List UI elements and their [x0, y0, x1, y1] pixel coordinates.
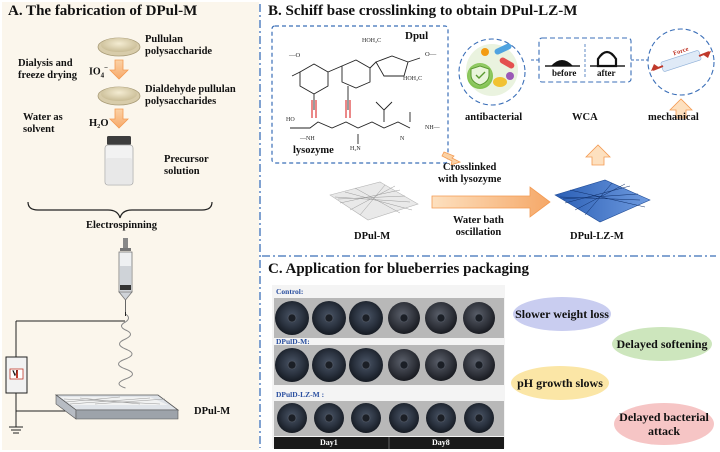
- wca-before-icon: [545, 60, 580, 67]
- blueberry-crown: [361, 313, 371, 323]
- circuit-wires: [15, 312, 126, 427]
- panel-b-title: B. Schiff base crosslinking to obtain DP…: [268, 3, 578, 19]
- arrow-up-mechanical: [669, 98, 693, 119]
- dpul-lz-m-membrane: [554, 179, 651, 223]
- force-icon: [651, 50, 711, 72]
- blueberry-crown: [324, 413, 334, 423]
- svg-text:NH—: NH—: [425, 125, 441, 131]
- wca-label: WCA: [572, 112, 598, 123]
- precursor-bottle: [104, 136, 134, 186]
- mechanical-label: mechanical: [648, 112, 699, 123]
- schiff-bonds: [311, 100, 351, 118]
- blueberry-crown: [436, 360, 446, 370]
- electrospinning-jet: [118, 313, 133, 389]
- ground-icon: [9, 426, 23, 434]
- chemical-structure: [290, 55, 421, 144]
- blueberry-crown: [287, 313, 297, 323]
- after-label: after: [597, 68, 616, 78]
- svg-text:HOH₂C: HOH₂C: [362, 38, 381, 44]
- electrospinning-label: Electrospinning: [86, 220, 157, 231]
- crosslinked-label: Crosslinked with lysozyme: [438, 162, 502, 185]
- benefit-weight-loss: [513, 297, 611, 331]
- benefit-softening: [612, 327, 712, 361]
- bacteria-shield-icon: [466, 43, 518, 96]
- dpul-m-product-label: DPul-M: [194, 406, 231, 417]
- syringe: [118, 238, 133, 314]
- panel-a-background: [2, 2, 259, 450]
- blueberry-crown: [324, 360, 334, 370]
- benefit-ph: [511, 366, 609, 400]
- blueberry-crown: [399, 413, 409, 423]
- blueberry-crown: [361, 360, 371, 370]
- collector-plate: [54, 394, 180, 420]
- precursor-label: Precursor solution: [164, 154, 209, 177]
- pullulan-dish: [97, 37, 141, 57]
- blueberry-crown: [474, 413, 484, 423]
- periodate-label: IO4−: [89, 64, 109, 80]
- day8-label: Day8: [432, 438, 450, 447]
- arrow-a2: [109, 108, 129, 129]
- water-bath-label: Water bath oscillation: [453, 215, 504, 238]
- lysozyme-label: lysozyme: [293, 145, 334, 156]
- svg-text:O—: O—: [425, 51, 437, 58]
- blueberry-crown: [399, 360, 409, 370]
- benefit-softening-text: Delayed softening: [616, 337, 708, 351]
- dpul-m-membrane: [329, 181, 419, 221]
- blueberry-crown: [436, 313, 446, 323]
- antibacterial-circle: [458, 38, 526, 106]
- before-label: before: [552, 68, 577, 78]
- water-label: Water as solvent: [23, 112, 63, 135]
- benefit-ph-text: pH growth slows: [517, 376, 603, 390]
- arrow-a1: [109, 59, 129, 80]
- blueberry-crown: [474, 313, 484, 323]
- svg-text:HOH₂C: HOH₂C: [403, 76, 422, 82]
- day1-label: Day1: [320, 438, 338, 447]
- svg-text:HO: HO: [286, 117, 295, 123]
- panel-c-title: C. Application for blueberries packaging: [268, 261, 529, 277]
- svg-text:N: N: [400, 136, 405, 142]
- blueberry-crown: [436, 413, 446, 423]
- benefit-weight-loss-text: Slower weight loss: [515, 307, 609, 321]
- dialysis-label: Dialysis and freeze drying: [18, 58, 77, 81]
- benefit-bacterial-text: Delayed bacterial attack: [619, 410, 709, 438]
- blueberry-crown: [361, 413, 371, 423]
- dialdehyde-dish: [97, 86, 141, 106]
- voltmeter-label: V: [12, 369, 18, 378]
- h2o-label: H₂O: [89, 118, 109, 129]
- svg-text:H₂N: H₂N: [350, 146, 361, 152]
- dialdehyde-label: Dialdehyde pullulan polysaccharides: [145, 84, 236, 107]
- mechanical-circle: [647, 28, 715, 96]
- membrane-left-label: DPul-M: [354, 231, 391, 242]
- structure-box: [271, 25, 449, 164]
- blueberry-crown: [324, 313, 334, 323]
- svg-text:—NH: —NH: [299, 136, 315, 142]
- blueberry-crown: [399, 313, 409, 323]
- brace-a: [27, 201, 213, 219]
- panel-a-title: A. The fabrication of DPul-M: [8, 3, 198, 19]
- arrow-box-to-label: [441, 151, 462, 166]
- crosslink-arrow: [431, 186, 551, 218]
- wca-after-icon: [590, 50, 625, 68]
- row-label-dpuld-m: DPulD-M:: [276, 337, 310, 346]
- pullulan-label: Pullulan polysaccharide: [145, 34, 213, 57]
- benefit-bacterial: [614, 403, 714, 445]
- blueberry-crown: [287, 413, 297, 423]
- dpul-label: Dpul: [405, 30, 429, 42]
- row-label-control: Control:: [276, 287, 304, 296]
- antibacterial-label: antibacterial: [465, 112, 523, 123]
- arrow-up: [585, 144, 611, 166]
- row-label-dpuld-lz-m: DPulD-LZ-M :: [276, 390, 325, 399]
- blueberry-crown: [474, 360, 484, 370]
- blueberry-crown: [287, 360, 297, 370]
- svg-text:—O: —O: [288, 52, 301, 59]
- membrane-right-label: DPul-LZ-M: [570, 231, 624, 242]
